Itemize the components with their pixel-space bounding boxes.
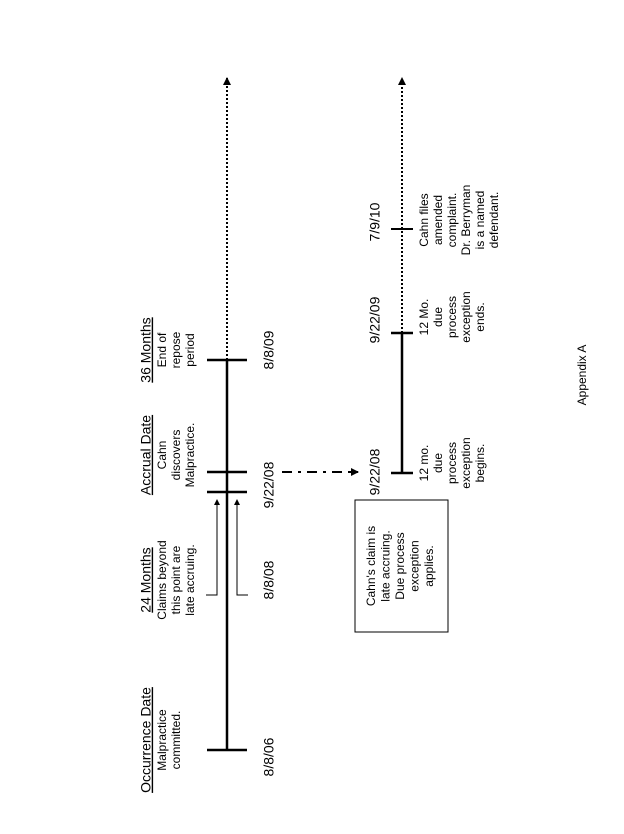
- callout-line: Due process: [393, 532, 407, 599]
- lower-description-line: due: [431, 307, 445, 327]
- column-date: 8/8/06: [261, 737, 277, 776]
- lower-description-line: due: [431, 453, 445, 473]
- column-header: Accrual Date: [138, 415, 154, 495]
- lower-description-line: defendant.: [487, 192, 501, 249]
- lower-description-line: 12 Mo.: [417, 299, 431, 336]
- column-date: 8/8/09: [261, 330, 277, 369]
- column-date: 8/8/08: [261, 560, 277, 599]
- lower-description-line: ends.: [473, 302, 487, 331]
- column-description-line: Malpractice: [155, 709, 169, 771]
- callout-line: applies.: [422, 545, 436, 586]
- column-date: 9/22/08: [261, 461, 277, 508]
- lower-description-line: complaint.: [445, 193, 459, 248]
- callout-box: [354, 499, 449, 633]
- appendix-label: Appendix A: [575, 345, 589, 406]
- lower-description-line: amended: [431, 195, 445, 245]
- lower-date: 9/22/08: [367, 448, 383, 495]
- lower-description-line: process: [445, 442, 459, 484]
- column-description-line: this point are: [169, 545, 183, 614]
- lower-date: 9/22/09: [367, 296, 383, 343]
- lower-description-line: exception: [459, 437, 473, 488]
- callout-line: Cahn's claim is: [364, 526, 378, 606]
- lower-description-line: Cahn files: [417, 193, 431, 246]
- pointer-arrow-8-8-08: [234, 499, 248, 596]
- column-description-line: Malpractice.: [183, 423, 197, 488]
- callout-line: exception: [408, 540, 422, 591]
- lower-description-line: is a named: [473, 191, 487, 250]
- column-header: 24 Months: [138, 547, 154, 612]
- column-description-line: period: [183, 333, 197, 366]
- lower-date: 7/9/10: [367, 202, 383, 241]
- lower-description-line: process: [445, 296, 459, 338]
- column-description-line: End of: [155, 332, 169, 367]
- column-description-line: discovers: [169, 430, 183, 481]
- column-description-line: Cahn: [155, 441, 169, 470]
- lower-description-line: Dr. Berryman: [459, 185, 473, 256]
- column-description-line: Claims beyond: [155, 540, 169, 619]
- column-header: 36 Months: [138, 317, 154, 382]
- column-header: Occurrence Date: [138, 687, 154, 793]
- pointer-arrow-24-months: [206, 499, 220, 596]
- column-description-line: late accruing.: [183, 544, 197, 615]
- callout-line: late accruing.: [379, 530, 393, 601]
- lower-description-line: exception: [459, 291, 473, 342]
- column-description-line: repose: [169, 331, 183, 368]
- column-description-line: committed.: [169, 711, 183, 770]
- lower-description-line: 12 mo.: [417, 445, 431, 482]
- lower-description-line: begins.: [473, 444, 487, 483]
